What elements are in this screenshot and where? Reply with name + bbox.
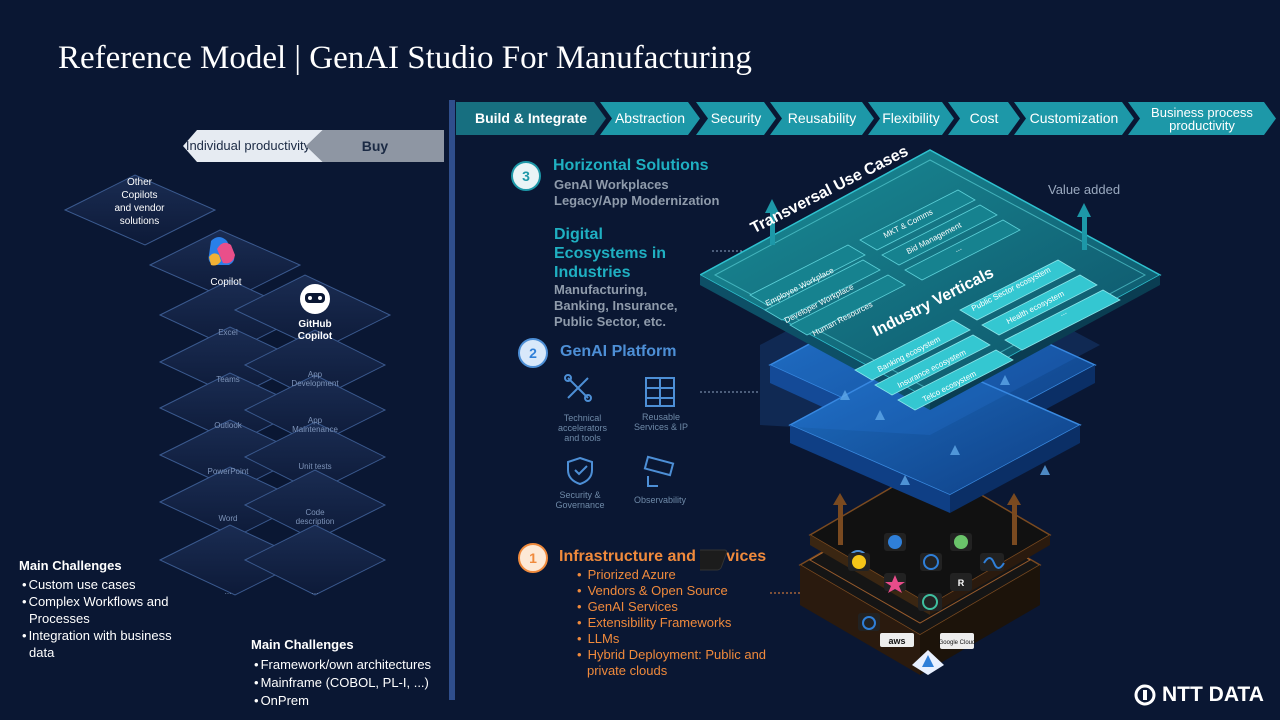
chevron-buy: Buy	[306, 130, 444, 162]
label-more-left: ...	[224, 587, 232, 596]
main-challenges-left: Main Challenges Custom use cases Complex…	[19, 557, 179, 661]
github-copilot-icon	[300, 284, 330, 314]
chevron-flexibility: Flexibility	[868, 102, 954, 135]
label-github-copilot: GitHub Copilot	[297, 319, 333, 342]
label-reusable-services: Reusable Services & IP	[633, 412, 689, 432]
right-iso-stack: aws Google Cloud R	[700, 149, 1162, 675]
digital-line: Banking, Insurance,	[554, 298, 678, 313]
infra-item: Vendors & Open Source	[577, 583, 777, 599]
label-technical-accelerators: Technical accelerators and tools	[557, 413, 608, 443]
challenges-left-heading: Main Challenges	[19, 558, 122, 573]
page-title: Reference Model | GenAI Studio For Manuf…	[58, 40, 752, 76]
label-word: Word	[218, 514, 238, 523]
chevron-security: Security	[696, 102, 776, 135]
infra-icon-grid: R	[848, 533, 1005, 631]
google-cloud-logo-text: Google Cloud	[939, 640, 976, 646]
value-added-label: Value added	[1048, 182, 1121, 197]
chevron-abstraction: Abstraction	[600, 102, 700, 135]
badge-2: 2	[518, 338, 548, 368]
ntt-data-logo-icon	[1134, 684, 1156, 706]
digital-line: Public Sector, etc.	[554, 314, 666, 329]
label-code-description: Code description	[295, 508, 335, 526]
infra-item: Extensibility Frameworks	[577, 615, 777, 631]
platform-icons	[564, 374, 675, 487]
label-copilot: Copilot	[210, 277, 242, 288]
top-chevron-bar: Build & Integrate Abstraction Security R…	[456, 102, 1276, 135]
digital-heading-line: Industries	[554, 264, 631, 281]
platform-heading: GenAI Platform	[560, 343, 677, 360]
ntt-data-logo: NTT DATA	[1134, 683, 1264, 707]
digital-line: Manufacturing,	[554, 282, 648, 297]
label-app-development: App Development	[291, 370, 339, 388]
challenge-left-item: Custom use cases	[19, 576, 179, 593]
challenge-left-item: Complex Workflows and Processes	[19, 593, 179, 627]
challenge-left-item: Integration with business data	[19, 627, 179, 661]
infra-list: Priorized Azure Vendors & Open Source Ge…	[577, 567, 777, 679]
challenge-mid-item: Framework/own architectures	[251, 656, 446, 674]
tile-other	[63, 174, 217, 246]
chevron-reusability: Reusability	[770, 102, 874, 135]
infra-arrows	[833, 493, 1021, 545]
digital-heading-line: Ecosystems in	[554, 245, 667, 262]
platform-arrows	[840, 375, 1050, 485]
infra-item: Priorized Azure	[577, 567, 777, 583]
copilot-icon	[208, 237, 235, 266]
label-excel: Excel	[218, 328, 238, 337]
label-app-maintenance: App Maintenance	[292, 416, 338, 434]
infra-item: LLMs	[577, 631, 777, 647]
services-icon	[645, 377, 675, 407]
tile-code-desc	[243, 469, 387, 541]
infra-item: Hybrid Deployment: Public and private cl…	[577, 647, 777, 679]
label-unit-tests: Unit tests	[298, 462, 332, 471]
aws-logo	[880, 633, 914, 647]
svg-text:R: R	[958, 578, 965, 588]
tools-icon	[564, 374, 592, 402]
transversal-bars	[749, 189, 1021, 336]
value-arrows	[765, 199, 1091, 250]
chevron-individual-productivity: Individual productivity	[183, 130, 323, 162]
tile-more-right	[243, 524, 387, 596]
label-powerpoint: PowerPoint	[207, 467, 249, 476]
aws-logo-text: aws	[888, 636, 905, 646]
badge-3: 3	[511, 161, 541, 191]
main-challenges-mid: Main Challenges Framework/own architectu…	[251, 636, 446, 710]
chevron-cost: Cost	[948, 102, 1020, 135]
label-teams: Teams	[216, 375, 240, 384]
label-more-right: ...	[311, 587, 319, 596]
horizontal-heading: Horizontal Solutions	[553, 157, 709, 174]
digital-heading-line: Digital	[554, 226, 603, 243]
verticals-bars	[854, 259, 1121, 411]
label-outlook: Outlook	[214, 421, 242, 430]
tile-unit-tests	[243, 421, 387, 493]
label-observability: Observability	[633, 495, 687, 505]
infra-item: GenAI Services	[577, 599, 777, 615]
label-other-copilots: Other Copilots and vendor solutions	[114, 177, 165, 227]
chevron-business-process: Business process productivity	[1128, 102, 1276, 135]
challenges-mid-heading: Main Challenges	[251, 637, 354, 652]
infra-logo-tiles: aws Google Cloud	[700, 549, 976, 675]
google-cloud-logo	[940, 633, 974, 649]
chevron-customization: Customization	[1014, 102, 1134, 135]
challenge-mid-item: OnPrem	[251, 692, 446, 710]
chevron-build-integrate: Build & Integrate	[456, 102, 606, 135]
horizontal-line: GenAI Workplaces	[554, 177, 669, 192]
digital-heading: Digital Ecosystems in Industries	[554, 225, 666, 282]
shield-icon	[567, 456, 593, 486]
badge-1: 1	[518, 543, 548, 573]
ntt-data-logo-text: NTT DATA	[1162, 683, 1264, 706]
label-security-governance: Security & Governance	[555, 490, 605, 510]
challenge-mid-item: Mainframe (COBOL, PL-I, ...)	[251, 674, 446, 692]
vertical-divider	[449, 100, 455, 700]
horizontal-line: Legacy/App Modernization	[554, 193, 720, 208]
left-iso-stack	[63, 174, 392, 596]
camera-icon	[643, 455, 675, 487]
